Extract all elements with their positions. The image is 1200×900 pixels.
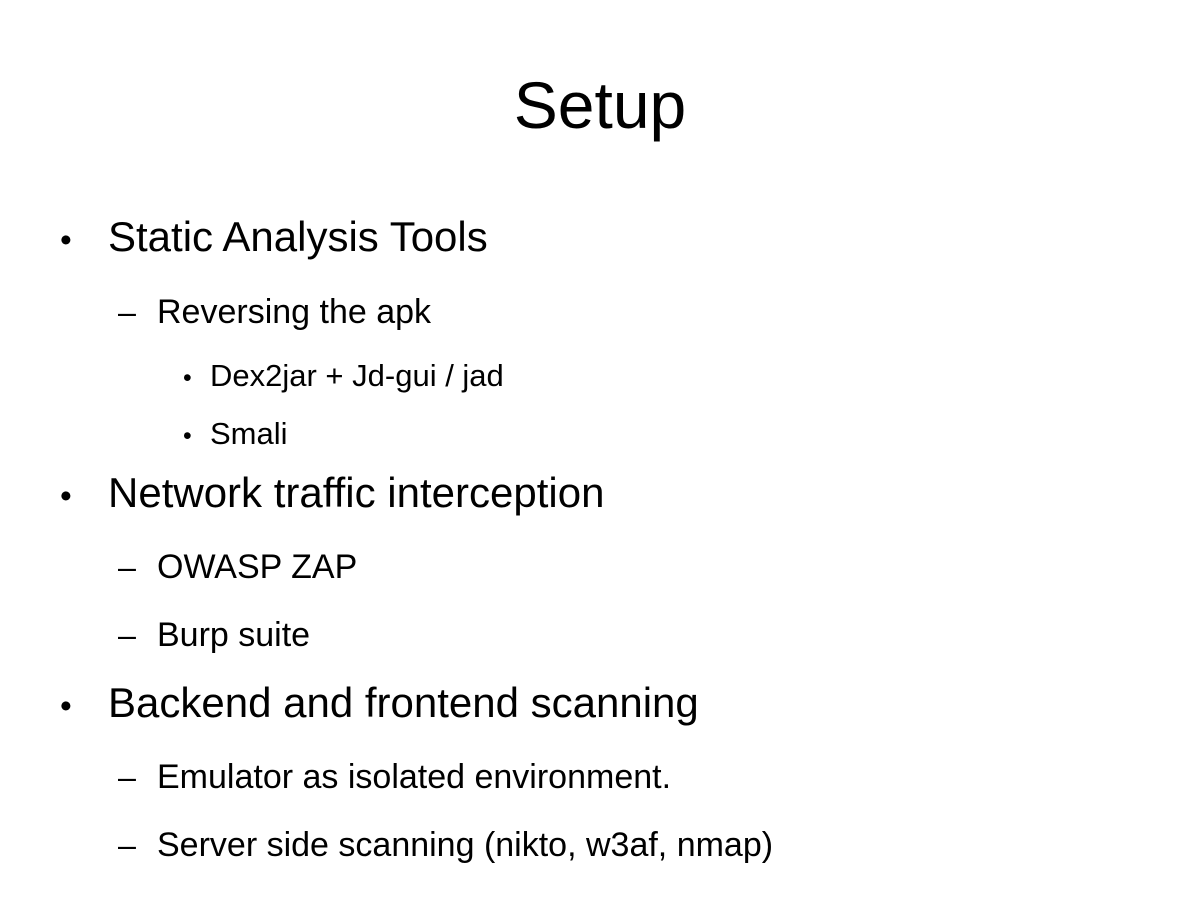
bullet-dot-icon: • bbox=[60, 478, 72, 515]
bullet-text: Backend and frontend scanning bbox=[108, 679, 699, 726]
bullet-text: OWASP ZAP bbox=[157, 548, 358, 586]
bullet-text: Static Analysis Tools bbox=[108, 213, 488, 260]
bullet-item-level2: –Server side scanning (nikto, w3af, nmap… bbox=[118, 828, 773, 862]
bullet-item-level1: • Static Analysis Tools bbox=[60, 216, 488, 258]
slide-title: Setup bbox=[513, 68, 687, 142]
bullet-text: Server side scanning (nikto, w3af, nmap) bbox=[157, 826, 774, 864]
bullet-item-level1: • Network traffic interception bbox=[60, 472, 604, 514]
bullet-item-level2: –Emulator as isolated environment. bbox=[118, 760, 671, 794]
bullet-text: Burp suite bbox=[157, 616, 311, 654]
bullet-dot-icon: • bbox=[60, 222, 72, 259]
bullet-dash-icon: – bbox=[118, 294, 136, 330]
bullet-text: Reversing the apk bbox=[157, 293, 432, 331]
bullet-dot-icon: • bbox=[183, 423, 192, 450]
bullet-dash-icon: – bbox=[118, 617, 136, 653]
bullet-dash-icon: – bbox=[118, 549, 136, 585]
bullet-item-level2: –Burp suite bbox=[118, 618, 310, 652]
bullet-dot-icon: • bbox=[183, 365, 192, 392]
bullet-item-level2: –OWASP ZAP bbox=[118, 550, 357, 584]
bullet-text: Emulator as isolated environment. bbox=[157, 758, 672, 796]
bullet-item-level2: –Reversing the apk bbox=[118, 295, 431, 329]
bullet-dot-icon: • bbox=[60, 688, 72, 725]
bullet-dash-icon: – bbox=[118, 827, 136, 863]
bullet-text: Dex2jar + Jd-gui / jad bbox=[210, 358, 504, 393]
bullet-item-level1: • Backend and frontend scanning bbox=[60, 682, 699, 724]
bullet-text: Network traffic interception bbox=[108, 469, 605, 516]
bullet-item-level3: • Dex2jar + Jd-gui / jad bbox=[183, 360, 504, 392]
bullet-item-level3: • Smali bbox=[183, 418, 288, 450]
bullet-dash-icon: – bbox=[118, 759, 136, 795]
bullet-text: Smali bbox=[210, 416, 288, 451]
